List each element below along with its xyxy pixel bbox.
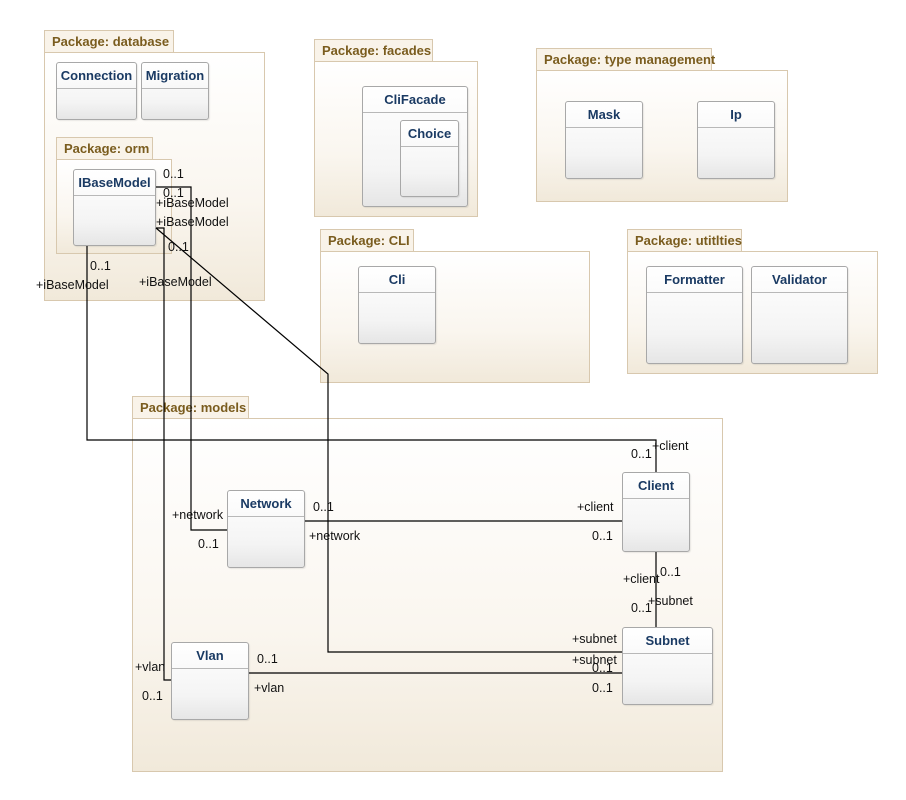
mult-ibasemodel-network-a: 0..1: [163, 167, 184, 181]
class-formatter-name: Formatter: [647, 267, 742, 293]
role-vlan-subnet-b: +subnet: [572, 653, 617, 667]
class-choice[interactable]: Choice: [400, 120, 459, 197]
mult-network-client-a: 0..1: [313, 500, 334, 514]
mult-vlan-subnet-b: 0..1: [592, 681, 613, 695]
role-ibasemodel-subnet-b: +subnet: [572, 632, 617, 646]
mult-ibasemodel-vlan-b: 0..1: [142, 689, 163, 703]
class-connection[interactable]: Connection: [56, 62, 137, 120]
class-clifacade-name: CliFacade: [363, 87, 467, 113]
edge-ibasemodel-subnet[interactable]: [155, 227, 622, 653]
mult-ibasemodel-vlan-a: 0..1: [168, 240, 189, 254]
package-type-management-tab[interactable]: Package: type management: [536, 48, 715, 71]
class-connection-name: Connection: [57, 63, 136, 89]
mult-vlan-subnet-a: 0..1: [257, 652, 278, 666]
role-network-client-a: +network: [309, 529, 361, 543]
mult-client-subnet-a: 0..1: [660, 565, 681, 579]
mult-ibasemodel-subnet-b: 0..1: [592, 661, 613, 675]
role-ibasemodel-network-a: +iBaseModel: [156, 196, 229, 210]
class-ip[interactable]: Ip: [697, 101, 775, 179]
class-subnet-name: Subnet: [623, 628, 712, 654]
role-client-subnet-b: +subnet: [648, 594, 693, 608]
role-client-subnet-a: +client: [623, 572, 660, 586]
package-utilities-tab[interactable]: Package: utitlties: [627, 229, 742, 252]
class-network-name: Network: [228, 491, 304, 517]
package-database-tab[interactable]: Package: database: [44, 30, 174, 53]
edge-ibasemodel-network[interactable]: [156, 186, 227, 531]
package-orm-tab[interactable]: Package: orm: [56, 137, 153, 160]
role-ibasemodel-client-b: +client: [652, 439, 689, 453]
class-cli[interactable]: Cli: [358, 266, 436, 344]
class-mask[interactable]: Mask: [565, 101, 643, 179]
class-subnet[interactable]: Subnet: [622, 627, 713, 705]
role-vlan-subnet-a: +vlan: [254, 681, 285, 695]
class-network[interactable]: Network: [227, 490, 305, 568]
class-validator-name: Validator: [752, 267, 847, 293]
mult-ibasemodel-client-b: 0..1: [631, 447, 652, 461]
role-ibasemodel-client-a: +iBaseModel: [36, 278, 109, 292]
mult-ibasemodel-network-b: 0..1: [198, 537, 219, 551]
package-cli-tab[interactable]: Package: CLI: [320, 229, 414, 252]
class-formatter[interactable]: Formatter: [646, 266, 743, 364]
class-cli-name: Cli: [359, 267, 435, 293]
edge-ibasemodel-client[interactable]: [86, 246, 657, 472]
edge-ibasemodel-vlan[interactable]: [156, 227, 171, 681]
mult-ibasemodel-client-a: 0..1: [90, 259, 111, 273]
role-network-client-b: +client: [577, 500, 614, 514]
mult-client-subnet-b: 0..1: [631, 601, 652, 615]
class-client-name: Client: [623, 473, 689, 499]
class-client[interactable]: Client: [622, 472, 690, 552]
class-migration[interactable]: Migration: [141, 62, 209, 120]
role-ibasemodel-subnet-a: +iBaseModel: [156, 215, 229, 229]
class-vlan[interactable]: Vlan: [171, 642, 249, 720]
class-vlan-name: Vlan: [172, 643, 248, 669]
package-facades-tab[interactable]: Package: facades: [314, 39, 433, 62]
role-ibasemodel-network-b: +network: [172, 508, 224, 522]
class-mask-name: Mask: [566, 102, 642, 128]
role-ibasemodel-vlan-a: +iBaseModel: [139, 275, 212, 289]
mult-network-client-b: 0..1: [592, 529, 613, 543]
class-ibasemodel-name: IBaseModel: [74, 170, 155, 196]
class-validator[interactable]: Validator: [751, 266, 848, 364]
class-ip-name: Ip: [698, 102, 774, 128]
role-ibasemodel-vlan-b: +vlan: [135, 660, 166, 674]
class-ibasemodel[interactable]: IBaseModel: [73, 169, 156, 246]
mult-ibasemodel-subnet-a: 0..1: [163, 186, 184, 200]
class-choice-name: Choice: [401, 121, 458, 147]
class-migration-name: Migration: [142, 63, 208, 89]
